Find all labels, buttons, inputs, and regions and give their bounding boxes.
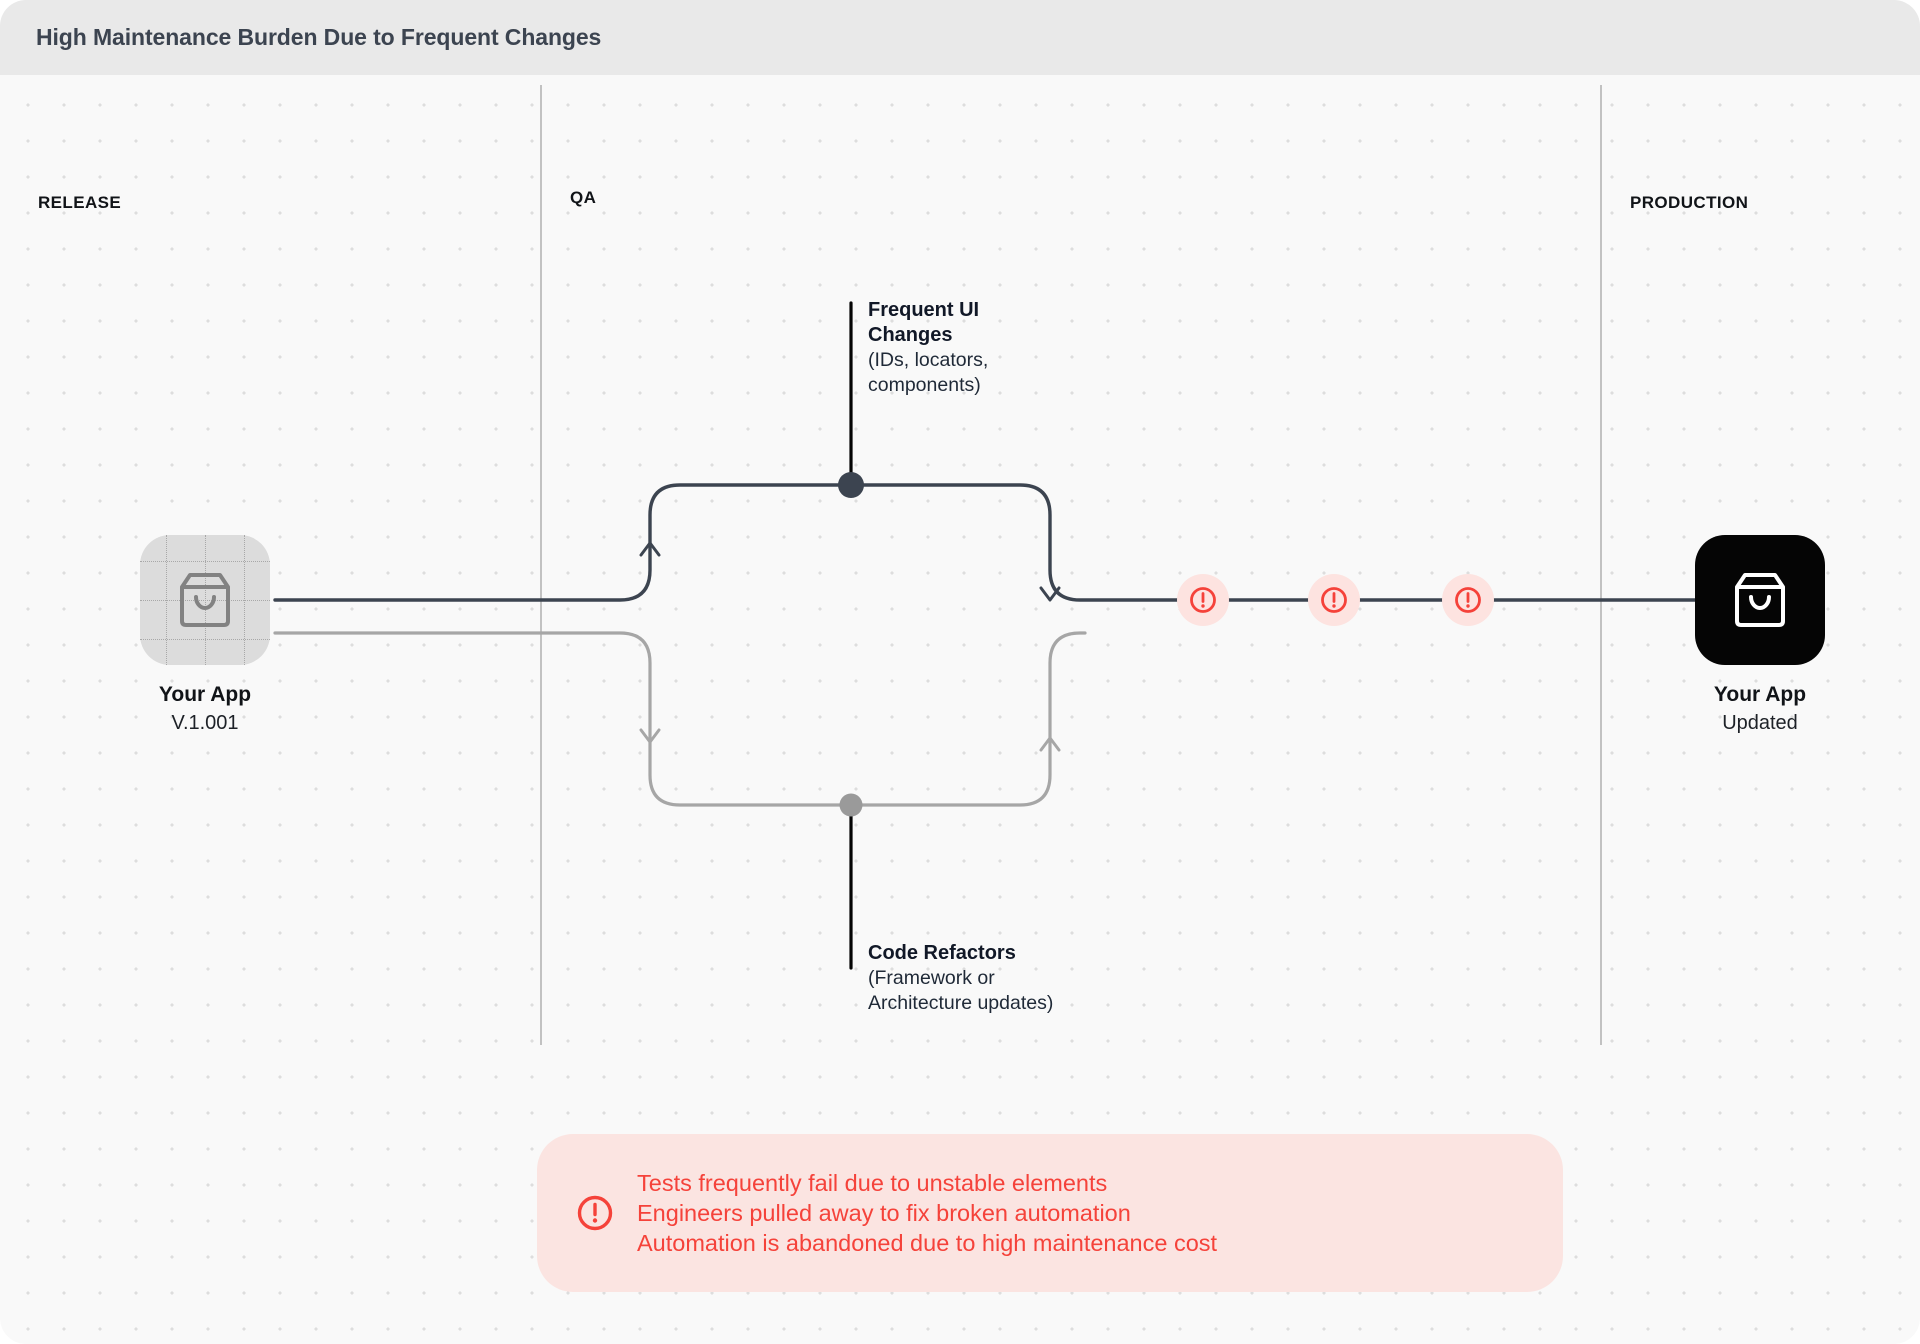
annotation-bottom-subtitle: (Framework or Architecture updates) xyxy=(868,967,1054,1014)
shopping-bag-icon xyxy=(180,573,230,627)
shopping-bag-icon xyxy=(1735,573,1785,627)
dark-arrow-up-icon xyxy=(639,541,661,557)
guide-line xyxy=(140,600,270,601)
node-source-app[interactable]: Your App V.1.001 xyxy=(140,535,270,734)
target-app-name: Your App xyxy=(1713,683,1807,706)
annotation-code-refactors: Code Refactors (Framework or Architectur… xyxy=(868,941,1053,1015)
node-target-app[interactable]: Your App Updated xyxy=(1695,535,1825,734)
lane-label-qa: QA xyxy=(570,188,597,207)
callout-line: Automation is abandoned due to high main… xyxy=(637,1230,1218,1257)
guide-line xyxy=(140,561,270,562)
source-app-name: Your App xyxy=(158,683,252,706)
annotation-frequent-ui-changes: Frequent UI Changes (IDs, locators, comp… xyxy=(868,298,988,397)
page-title: High Maintenance Burden Due to Frequent … xyxy=(36,24,602,50)
annotation-bottom-title: Code Refactors xyxy=(868,942,1016,964)
callout-line: Tests frequently fail due to unstable el… xyxy=(637,1169,1108,1196)
light-flow-path xyxy=(273,631,1087,807)
lane-divider-production xyxy=(1600,85,1602,1045)
alert-circle-icon xyxy=(1190,587,1216,613)
target-app-status: Updated xyxy=(1722,712,1798,734)
light-arrow-up-icon xyxy=(1039,736,1061,752)
lane-label-release: RELEASE xyxy=(38,193,122,212)
callout-text-block: Tests frequently fail due to unstable el… xyxy=(637,1168,1217,1259)
diagram-header: High Maintenance Burden Due to Frequent … xyxy=(0,0,1920,75)
warning-badge[interactable] xyxy=(1308,574,1360,626)
warning-badge[interactable] xyxy=(1177,574,1229,626)
annotation-top-subtitle: (IDs, locators, components) xyxy=(868,349,989,396)
source-app-label: Your App V.1.001 xyxy=(75,683,335,735)
dark-arrow-down-icon xyxy=(1039,586,1061,602)
callout-line: Engineers pulled away to fix broken auto… xyxy=(637,1199,1131,1226)
guide-line xyxy=(140,639,270,640)
target-app-label: Your App Updated xyxy=(1630,683,1890,735)
source-app-tile[interactable] xyxy=(140,535,270,665)
callout-alert-wrapper xyxy=(575,1193,615,1233)
top-junction-dot xyxy=(838,472,864,498)
alert-circle-icon xyxy=(577,1195,613,1231)
annotation-top-title: Frequent UI Changes xyxy=(868,299,980,346)
alert-circle-icon xyxy=(1455,587,1481,613)
lane-divider-qa xyxy=(540,85,542,1045)
dark-flow-path xyxy=(273,483,1762,602)
source-app-version: V.1.001 xyxy=(171,712,239,734)
alert-circle-icon xyxy=(1321,587,1347,613)
lane-label-production: PRODUCTION xyxy=(1630,193,1749,212)
diagram-surface: RELEASE QA PRODUCTION xyxy=(0,75,1920,1344)
warning-badge[interactable] xyxy=(1442,574,1494,626)
impact-callout: Tests frequently fail due to unstable el… xyxy=(537,1134,1563,1292)
light-arrow-down-icon xyxy=(639,728,661,744)
bottom-junction-dot xyxy=(839,793,863,817)
target-app-tile[interactable] xyxy=(1695,535,1825,665)
